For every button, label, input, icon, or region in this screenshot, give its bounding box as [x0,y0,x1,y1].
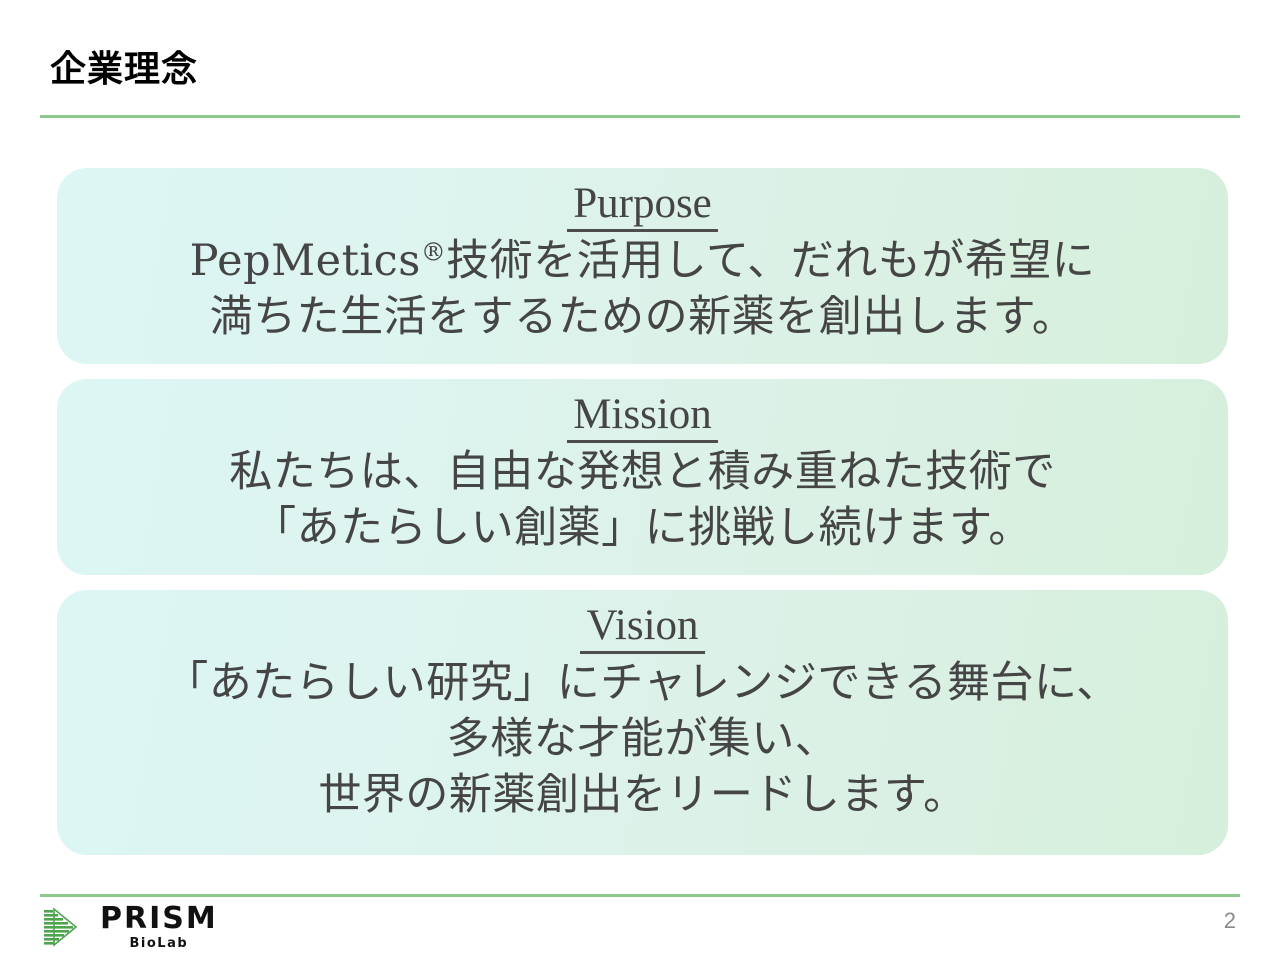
card-mission-line-1: 私たちは、自由な発想と積み重ねた技術で [229,447,1056,498]
prism-biolab-logo: PRISM BioLab [42,903,218,951]
prism-wordmark: PRISM [100,901,218,936]
card-mission-body: 私たちは、自由な発想と積み重ねた技術で 「あたらしい創薬」に挑戦し続けます。 [73,445,1212,557]
card-mission-line-2: 「あたらしい創薬」に挑戦し続けます。 [253,503,1032,554]
card-vision-line-1: 「あたらしい研究」にチャレンジできる舞台に、 [165,658,1120,709]
card-mission-heading: Mission [567,391,718,444]
card-purpose-line-1: PepMetics®技術を活用して、だれもが希望に [189,236,1096,287]
card-vision-heading: Vision [580,602,705,655]
card-mission: Mission 私たちは、自由な発想と積み重ねた技術で 「あたらしい創薬」に挑戦… [57,379,1228,575]
card-purpose-body: PepMetics®技術を活用して、だれもが希望に 満ちた生活をするための新薬を… [73,234,1212,346]
prism-logo-icon [44,907,78,947]
card-vision-body: 「あたらしい研究」にチャレンジできる舞台に、 多様な才能が集い、 世界の新薬創出… [73,656,1212,824]
card-vision-line-3: 世界の新薬創出をリードします。 [318,769,967,820]
card-vision: Vision 「あたらしい研究」にチャレンジできる舞台に、 多様な才能が集い、 … [57,590,1228,855]
card-purpose-line-1-text: 技術を活用して、だれもが希望に [446,236,1096,287]
card-purpose: Purpose PepMetics®技術を活用して、だれもが希望に 満ちた生活を… [57,168,1228,364]
card-purpose-heading: Purpose [567,180,718,233]
card-vision-line-2: 多様な才能が集い、 [446,714,839,765]
registered-trademark-icon: ® [420,237,447,267]
page-title: 企業理念 [50,49,199,90]
footer-divider [40,894,1240,897]
biolab-wordmark: BioLab [129,936,189,951]
philosophy-card-list: Purpose PepMetics®技術を活用して、だれもが希望に 満ちた生活を… [57,168,1228,855]
page-number: 2 [1223,908,1236,933]
prism-logo-text: PRISM BioLab [100,901,218,951]
card-purpose-line-2: 満ちた生活をするための新薬を創出します。 [209,292,1076,343]
header-divider [40,115,1240,118]
